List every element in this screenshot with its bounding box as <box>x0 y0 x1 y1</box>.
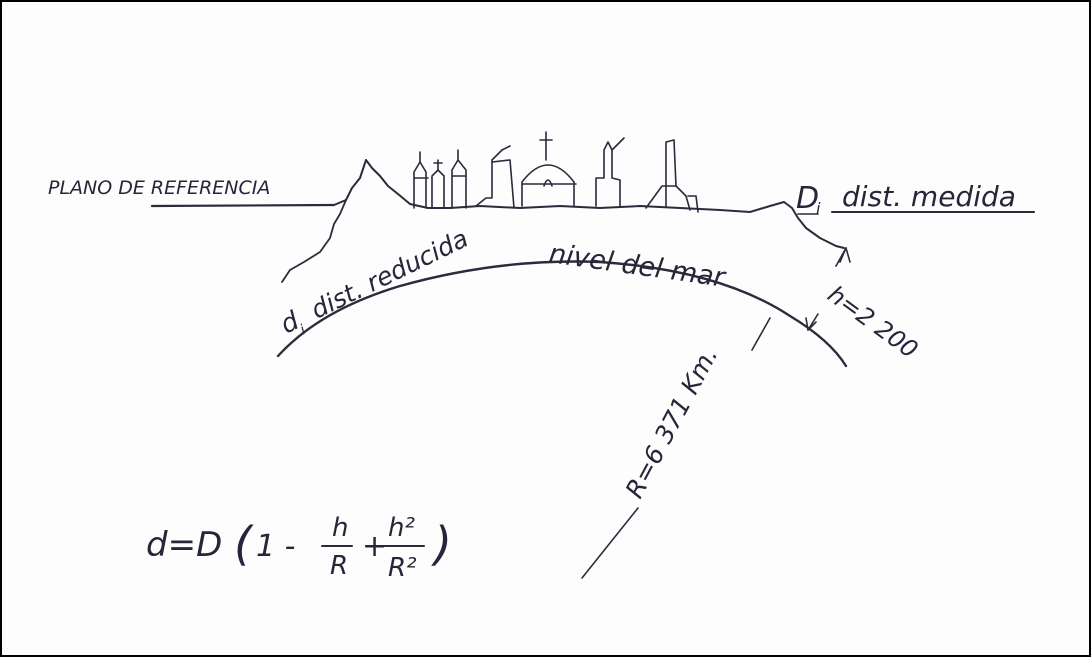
formula-one-minus: 1 - <box>256 529 295 564</box>
dist-medida-label: dist. medida <box>842 180 1016 213</box>
formula-frac2-num: h² <box>388 513 415 543</box>
dist-reducida-group: d i dist. reducida <box>276 224 473 341</box>
formula-frac1-den: R <box>330 551 348 581</box>
formula-frac1-num: h <box>332 513 348 543</box>
city-skyline <box>413 131 699 213</box>
formula-open-paren: ( <box>234 517 254 571</box>
formula-frac2-den: R² <box>388 553 417 583</box>
nivel-del-mar-arc <box>276 260 848 368</box>
reduction-formula: d=D ( 1 - h R + h² R² ) <box>146 513 452 583</box>
d-subscript: i <box>298 322 309 338</box>
plano-referencia-label: PLANO DE REFERENCIA <box>48 177 270 199</box>
terrain-slope <box>281 199 347 283</box>
radius-line <box>581 317 771 579</box>
h-dimension <box>805 247 851 331</box>
formula-lhs: d=D <box>146 525 222 565</box>
h-value-label: h=2 200 <box>822 280 923 364</box>
formula-close-paren: ) <box>431 517 452 571</box>
R-value-label: R=6 371 Km. <box>620 342 724 503</box>
D-subscript: i <box>816 199 821 218</box>
formula-plus: + <box>362 529 387 564</box>
D-symbol: D <box>796 181 819 216</box>
terrain-profile <box>333 159 845 249</box>
nivel-del-mar-label: nivel del mar <box>547 238 729 294</box>
plano-referencia-underline <box>150 203 336 208</box>
